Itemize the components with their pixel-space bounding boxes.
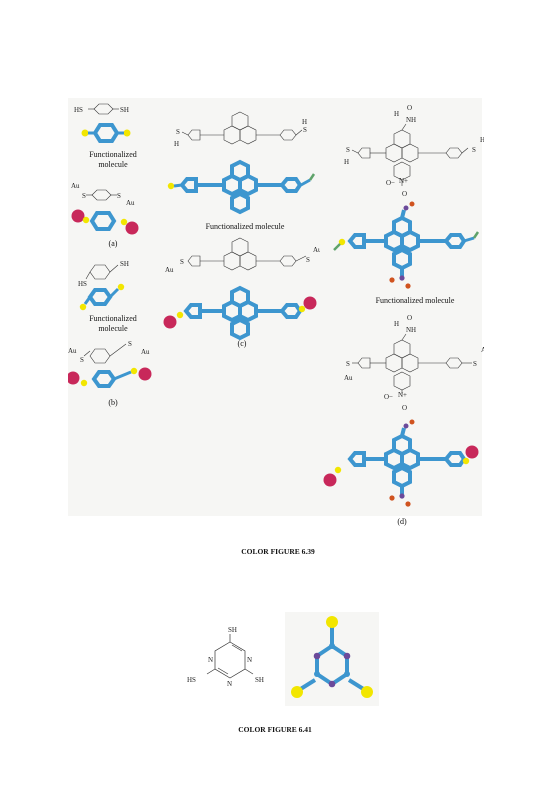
panel-a-structures: HS SH Au S S Au (71, 103, 139, 235)
atom-o: O (407, 104, 412, 112)
anthracene-nitro-skeletal-bottom (352, 333, 472, 394)
atom-h: H (302, 118, 307, 126)
atom-o: O (402, 190, 407, 198)
panel-b-structures: SH HS Au S S Au (68, 260, 152, 388)
atom-s: S (472, 146, 476, 154)
atom-h: H (480, 136, 484, 144)
atom-n-plus: N+ (398, 391, 407, 399)
atom-hs: HS (74, 106, 83, 114)
atom-s: S (80, 356, 84, 364)
panel-a-label-2: molecule (98, 160, 128, 169)
atom-s: S (180, 258, 184, 266)
atom-s: S (303, 126, 307, 134)
panel-d-sub: (d) (397, 517, 407, 526)
atom-s: S (176, 128, 180, 136)
anthracene-skeletal-bottom (187, 237, 307, 271)
atom-n: N (227, 680, 232, 688)
panel-a-label-1: Functionalized (89, 150, 137, 159)
atom-s: S (82, 192, 86, 200)
atom-o-minus: O− (386, 179, 395, 187)
benzene-gold-3d-a (71, 209, 139, 235)
atom-au: Au (71, 182, 80, 190)
panel-c-structures: S H H S Au S Au S (163, 111, 320, 341)
anthracene-3d-top (179, 159, 303, 215)
panel-b-label-1: Functionalized (89, 314, 137, 323)
atom-sh: SH (228, 626, 237, 634)
atom-au: Au (141, 348, 150, 356)
atom-s: S (346, 360, 350, 368)
atom-s: S (346, 146, 350, 154)
atom-au: Au (126, 199, 135, 207)
atom-sh: SH (255, 676, 264, 684)
atom-s: S (128, 340, 132, 348)
atom-o: O (402, 404, 407, 412)
atom-o: O (407, 314, 412, 322)
atom-n-plus: N+ (399, 177, 408, 185)
atom-au: Au (344, 374, 353, 382)
atom-au: Au (165, 266, 174, 274)
figure-6-41-3d (291, 616, 373, 698)
anthracene-3d-bottom (183, 285, 303, 341)
benzene-gold-3d-b (68, 367, 152, 388)
atom-hs: HS (187, 676, 196, 684)
atom-nh: NH (406, 326, 416, 334)
atom-sh: SH (120, 260, 129, 268)
benzene-3d-b (79, 283, 125, 311)
atom-s: S (117, 192, 121, 200)
atom-o-minus: O− (384, 393, 393, 401)
atom-h: H (394, 320, 399, 328)
panel-a-sub: (a) (108, 239, 118, 248)
benzene-3d-a (81, 123, 131, 143)
figure-6-41-skeletal: SH N N N HS SH (187, 626, 264, 688)
atom-sh: SH (120, 106, 129, 114)
atom-au: Au (313, 246, 320, 254)
panel-b-label-2: molecule (98, 324, 128, 333)
anthracene-nitro-skeletal-top (351, 123, 469, 186)
atom-n: N (208, 656, 213, 664)
atom-au: Au (68, 347, 77, 355)
atom-s: S (473, 360, 477, 368)
atom-hs: HS (78, 280, 87, 288)
panel-b-sub: (b) (108, 398, 118, 407)
panel-c-sub: (c) (237, 339, 247, 348)
atom-nh: NH (406, 116, 416, 124)
atom-au: Au (481, 346, 484, 354)
figure-6-39-caption: COLOR FIGURE 6.39 (241, 547, 315, 556)
atom-h: H (344, 158, 349, 166)
atom-h: H (174, 140, 179, 148)
panel-d-label: Functionalized molecule (375, 296, 455, 305)
figure-6-41-caption: COLOR FIGURE 6.41 (238, 725, 312, 734)
atom-n: N (247, 656, 252, 664)
anthracene-nitro-3d-top (333, 201, 480, 289)
atom-h: H (394, 110, 399, 118)
panel-c-label: Functionalized molecule (205, 222, 285, 231)
figure-6-39 (68, 98, 482, 516)
panel-d-structures: H O NH S H H S O− N+ O (323, 104, 484, 507)
atom-s: S (306, 256, 310, 264)
anthracene-nitro-3d-bottom (323, 419, 479, 507)
anthracene-skeletal-top (181, 111, 303, 145)
